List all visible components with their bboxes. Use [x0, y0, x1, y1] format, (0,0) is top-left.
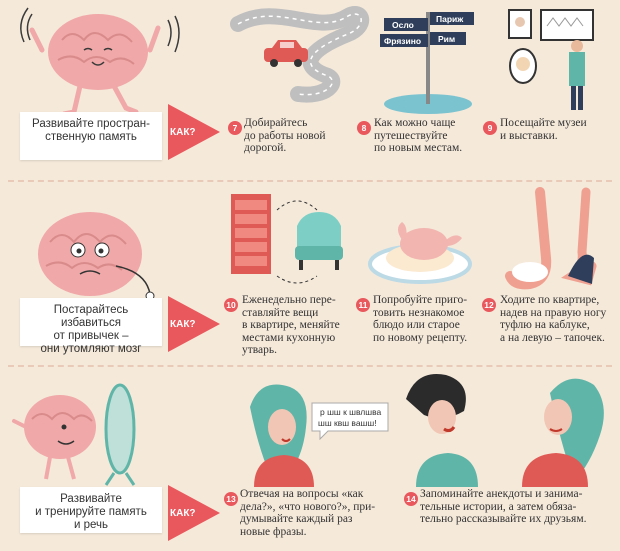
how-arrow	[168, 296, 220, 352]
how-arrow	[168, 104, 220, 160]
tip-text: Попробуйте приго- товить незнакомое блюд…	[373, 294, 468, 344]
woman-speaking-illustration	[250, 384, 314, 487]
two-people-talking-illustration	[406, 374, 604, 487]
brain-mirror-illustration	[12, 383, 136, 486]
section-memory-speech: Развивайте и тренируйте память и речь КА…	[0, 367, 620, 551]
tip-text: Ходите по квартире, надев на правую ногу…	[500, 294, 607, 344]
how-arrow-label: КАК?	[170, 127, 196, 138]
tip-number: 13	[224, 492, 238, 506]
tip-number: 11	[356, 298, 370, 312]
sign-rome: Рим	[438, 34, 455, 44]
shoes-illustration	[505, 187, 597, 290]
tip-text: Отвечая на вопросы «как дела?», «что нов…	[240, 488, 376, 538]
section-spatial-memory: Развивайте простран- ственную память КАК…	[0, 0, 620, 180]
how-arrow-label: КАК?	[170, 508, 196, 519]
how-arrow-label: КАК?	[170, 319, 196, 330]
tip-number: 9	[483, 121, 497, 135]
tip-text: Добирайтесь до работы новой дорогой.	[244, 117, 326, 154]
goal-label: Постарайтесь избавиться от привычек – он…	[20, 298, 162, 355]
section-divider	[8, 365, 612, 367]
signpost-illustration: Осло Париж Фрязино Рим	[380, 12, 474, 114]
tip-number: 10	[224, 298, 238, 312]
tip-text: Как можно чаще путешествуйте по новым ме…	[374, 117, 463, 154]
speech-bubble-line2: шш квш вашш!	[318, 418, 377, 428]
tip-number: 14	[404, 492, 418, 506]
chicken-dish-illustration	[368, 222, 472, 284]
sign-paris: Париж	[436, 14, 464, 24]
goal-label: Развивайте и тренируйте память и речь	[20, 487, 162, 533]
brain-dancing-illustration	[20, 7, 180, 117]
tip-number: 7	[228, 121, 242, 135]
goal-label: Развивайте простран- ственную память	[20, 112, 162, 160]
speech-bubble-line1: р шш к швлшва	[320, 407, 382, 417]
how-arrow	[168, 485, 220, 541]
tip-number: 12	[482, 298, 496, 312]
tip-text: Посещайте музеи и выставки.	[500, 117, 587, 142]
road-car-illustration	[230, 6, 370, 103]
brain-headphones-illustration	[38, 212, 155, 301]
sign-oslo: Осло	[392, 20, 414, 30]
sign-fryazino: Фрязино	[384, 36, 421, 46]
speech-bubble: р шш к швлшва шш квш вашш!	[311, 402, 389, 441]
tip-number: 8	[357, 121, 371, 135]
museum-illustration	[508, 9, 594, 110]
tip-text: Еженедельно пере- ставляйте вещи в кварт…	[242, 294, 340, 356]
tip-text: Запоминайте анекдоты и занима- тельные и…	[420, 488, 587, 525]
section-break-habits: Постарайтесь избавиться от привычек – он…	[0, 182, 620, 362]
section-divider	[8, 180, 612, 182]
furniture-illustration	[231, 194, 343, 284]
